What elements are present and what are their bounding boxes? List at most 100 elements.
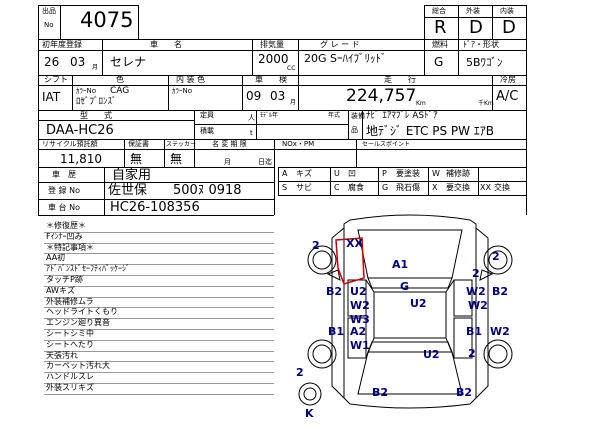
equipment-line-2: 地ﾃﾞｼﾞ ETC PS PW ｴｱB xyxy=(366,124,495,138)
mark-left-door-w2: W2 xyxy=(350,299,370,312)
reg-no-value: 佐世保 500ﾇ 0918 xyxy=(108,183,242,198)
equipment-line-1: ﾅﾋﾞ ｴｱﾏﾌﾞﾚ ASﾄﾞｱ xyxy=(366,111,438,121)
mark-rear-bumper-left: B2 xyxy=(372,386,389,399)
note-item: ハンドルスレ xyxy=(46,372,94,382)
reg-month: 03 xyxy=(70,55,86,69)
lot-number: 4075 xyxy=(80,8,134,32)
warranty-label: 保証書 xyxy=(128,140,149,148)
notes-rule xyxy=(44,372,274,374)
mark-rear-bumper-right: B2 xyxy=(456,386,473,399)
notes-rule xyxy=(44,231,274,233)
door-shape: 5Bﾜｺﾞﾝ xyxy=(466,56,503,69)
overall-label: 総合 xyxy=(432,7,446,15)
legend-text-a: キズ xyxy=(296,169,312,178)
note-item: シートシミ中 xyxy=(46,329,94,338)
recycle-label: リサイクル預託額 xyxy=(42,140,98,148)
model-label: 型 式 xyxy=(80,111,112,120)
notes-rule xyxy=(44,307,274,309)
name-change-day-unit: 日迄 xyxy=(258,158,272,166)
mark-spare-tire: K xyxy=(305,407,314,420)
history-label: 車 歴 xyxy=(52,170,76,179)
legend-text-w: 補修跡 xyxy=(446,169,470,178)
shift-label: シフト xyxy=(44,75,68,84)
sticker-label: ステッカー xyxy=(166,141,197,148)
car-name-label: 車 名 xyxy=(150,40,182,49)
mark-rear-right-tire: 2 xyxy=(468,347,476,360)
fuel-label: 燃料 xyxy=(432,40,448,49)
displacement-label: 排気量 xyxy=(260,40,284,49)
legend-code-c: C xyxy=(334,183,340,192)
month-unit: 月 xyxy=(92,64,99,71)
mark-right-rear-door-w2: W2 xyxy=(490,325,510,338)
load-unit: t xyxy=(250,129,253,137)
notes-rule xyxy=(44,275,274,276)
mark-front-right-tire: 2 xyxy=(492,250,500,263)
mark-left-rear-door-w3: W3 xyxy=(350,313,370,326)
exterior-label: 外装 xyxy=(466,7,480,15)
interior-score: D xyxy=(502,17,516,38)
inspection-label: 車 検 xyxy=(255,75,287,84)
notes-rule xyxy=(44,296,274,298)
mark-left-rear-door-a2: A2 xyxy=(350,325,367,338)
legend-code-w: W xyxy=(432,169,440,178)
model-code: DAA-HC26 xyxy=(46,123,114,138)
int-color-no-label: ｶﾗｰNo xyxy=(172,87,193,95)
interior-label: 内装 xyxy=(500,7,514,15)
legend-code-g: G xyxy=(382,183,389,192)
mark-front-right-fender: 2 xyxy=(472,267,480,280)
mark-left-front-door-1: B2 xyxy=(326,285,343,298)
model-year-label: ﾓﾃﾞﾙ年 xyxy=(260,112,279,119)
color-name: ﾛｾﾞﾌﾞﾛﾝｽﾞ xyxy=(76,97,117,107)
note-item: エンジン廻り異音 xyxy=(46,318,110,328)
car-damage-diagram xyxy=(298,214,513,409)
cc-unit: CC xyxy=(287,65,296,72)
lot-label: 出品 xyxy=(42,7,56,15)
notes-rule xyxy=(44,253,274,255)
reg-no-label: 登 録 No xyxy=(48,186,80,195)
note-item: 外装補修ムラ xyxy=(46,296,94,306)
legend-text-xx: 交換 xyxy=(494,183,510,192)
legend-text-x: 要交換 xyxy=(446,183,470,192)
mark-right-front-door-1: W2 xyxy=(466,285,486,298)
legend-text-g: 飛石傷 xyxy=(396,183,420,192)
notes-rule xyxy=(44,264,274,266)
note-item: タッチP跡 xyxy=(46,275,83,284)
notes-rule xyxy=(44,318,274,320)
legend-text-c: 腐食 xyxy=(348,183,364,192)
mileage-label: 走 行 xyxy=(384,75,416,84)
mark-rear-left-tire: 2 xyxy=(296,366,304,379)
legend-text-s: サビ xyxy=(296,183,312,192)
legend-code-u: U xyxy=(334,169,340,178)
sticker-value: 無 xyxy=(170,152,183,166)
mark-front-left-fender: XX xyxy=(346,237,363,250)
exterior-score: D xyxy=(469,17,483,38)
equipment-label-2: 品 xyxy=(351,126,358,134)
equipment-label: 装備 xyxy=(351,112,365,120)
mark-roof: U2 xyxy=(410,297,427,310)
load-label: 積載 xyxy=(200,127,214,135)
km-unit: Km xyxy=(416,100,426,107)
inspection-month: 03 xyxy=(270,89,286,103)
legend-text-u: 凹 xyxy=(348,169,356,178)
ac-label: 冷房 xyxy=(500,75,516,84)
overall-score: R xyxy=(434,17,447,38)
note-item: AA初 xyxy=(46,253,66,263)
note-item: Fｲﾝﾅｰ凹み xyxy=(46,231,83,241)
legend-code-s: S xyxy=(282,183,288,192)
note-item: カーペット汚れ大 xyxy=(46,361,110,371)
grade-label: グ レ ー ド xyxy=(320,40,360,49)
door-shape-label: ﾄﾞｱ・形状 xyxy=(463,40,499,49)
first-reg-label: 初年度登録 xyxy=(42,40,82,49)
legend-text-p: 要塗装 xyxy=(396,169,420,178)
car-name: セレナ xyxy=(110,55,147,69)
inspection-year: 09 xyxy=(246,89,262,103)
notes-rule xyxy=(44,361,274,363)
nox-label: NOx・PM xyxy=(282,140,315,148)
reg-year: 26 xyxy=(44,55,60,69)
mark-windshield: G xyxy=(400,280,410,293)
fuel-type: G xyxy=(434,55,444,69)
note-item: ＊特記事項＊ xyxy=(46,242,94,252)
history-value: 自家用 xyxy=(112,168,152,183)
legend-code-xx: XX xyxy=(480,183,491,192)
mark-left-rear-door-b1: B1 xyxy=(328,325,345,338)
